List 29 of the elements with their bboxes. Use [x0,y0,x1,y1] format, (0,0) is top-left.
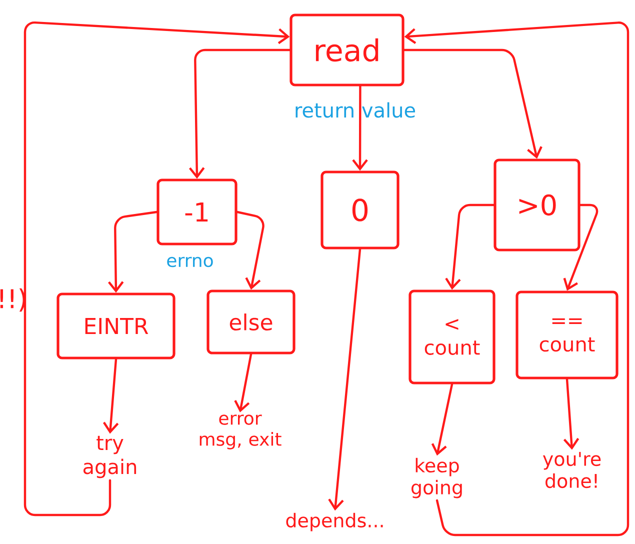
outcome-text: keep going [412,458,462,498]
process-box: read [290,14,404,86]
annotation-text: return value [296,102,416,118]
outcome-text: error msg, exit [200,414,282,450]
outcome-text: try again [84,436,136,478]
arrow [563,204,598,291]
process-box: == count [516,290,618,380]
arrow [352,85,368,171]
arrow [236,210,264,290]
process-box: < count [408,290,496,384]
outcome-text: depends... [286,512,383,532]
arrow [102,358,119,434]
process-box: EINTR [56,292,176,360]
arrow [563,378,580,450]
arrow [108,210,158,293]
arrow [445,204,495,290]
process-box: >0 [494,158,580,252]
arrow [188,48,291,179]
outcome-text: you're done! [542,452,601,488]
annotation-text: errno [167,256,213,268]
arrow [328,248,362,511]
arrow [404,22,630,536]
arrow [431,383,454,456]
process-box: 0 [320,170,400,250]
process-box: -1 [156,178,238,246]
arrow [234,353,252,412]
arrow [24,21,290,516]
process-box: else [206,290,296,354]
arrow [403,48,542,159]
